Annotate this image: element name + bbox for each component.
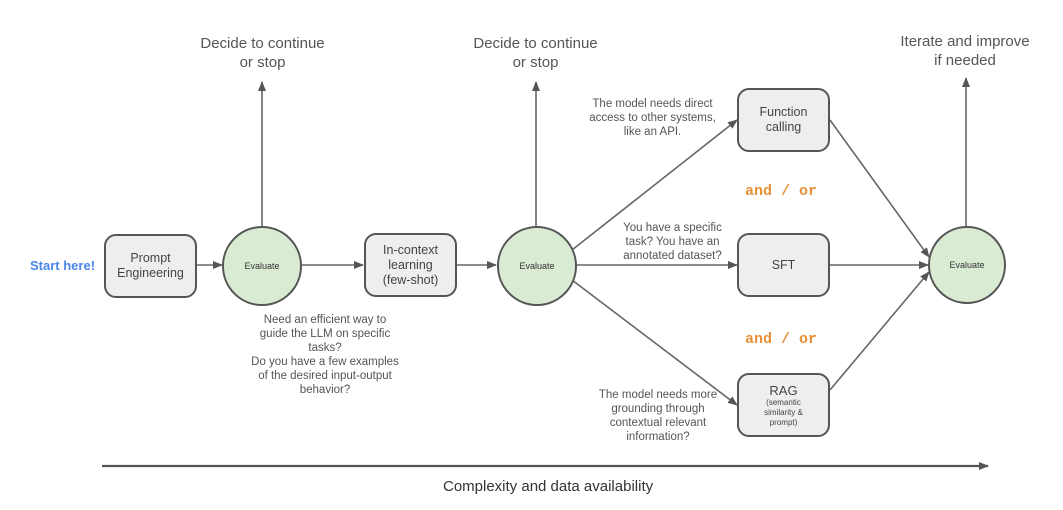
evaluate-label-1: Evaluate (244, 261, 280, 271)
complexity-axis-label: Complexity and data availability (443, 478, 654, 495)
decide-2-line1: Decide to continue (473, 35, 598, 52)
evaluate-node-1[interactable]: Evaluate (222, 226, 302, 306)
decide-2-line2: or stop (512, 54, 559, 71)
few-shot-note: Need an efficient way to guide the LLM o… (240, 313, 410, 397)
note-line: Need an efficient way to (263, 314, 387, 326)
sft-note: You have a specific task? You have an an… (615, 221, 730, 263)
iterate-line2: if needed (934, 52, 996, 69)
note-line: task? You have an (625, 236, 720, 248)
in-context-learning-label: In-context learning (few-shot) (382, 242, 439, 287)
evaluate-label-2: Evaluate (519, 261, 555, 271)
iterate-improve-label: Iterate and improve if needed (885, 32, 1045, 70)
note-line: Do you have a few examples (251, 356, 399, 368)
note-line: information? (626, 431, 690, 443)
rag-box[interactable]: RAG (semantic similarity & prompt) (737, 373, 830, 437)
and-or-label-2: and / or (745, 331, 818, 348)
evaluate-node-2[interactable]: Evaluate (497, 226, 577, 306)
note-line: of the desired input-output (258, 370, 392, 382)
decide-1-line2: or stop (239, 54, 286, 71)
note-line: guide the LLM on specific (259, 328, 391, 340)
arrow-function-to-eval3 (829, 119, 930, 258)
function-calling-box[interactable]: Function calling (737, 88, 830, 152)
prompt-engineering-box[interactable]: Prompt Engineering (104, 234, 197, 298)
note-line: grounding through (611, 403, 705, 415)
decide-continue-label-1: Decide to continue or stop (185, 34, 340, 72)
note-line: You have a specific (623, 222, 722, 234)
note-line: The model needs more (598, 389, 718, 401)
arrow-eval2-to-function (571, 119, 738, 251)
rag-note: The model needs more grounding through c… (588, 388, 728, 444)
arrow-rag-to-eval3 (829, 271, 930, 391)
rag-sublabel: (semantic similarity & prompt) (764, 397, 803, 427)
note-line: like an API. (623, 126, 682, 138)
sft-label: SFT (771, 257, 796, 272)
arrow-eval2-to-rag (571, 279, 738, 406)
rag-label: RAG (769, 382, 798, 398)
evaluate-node-3[interactable]: Evaluate (928, 226, 1006, 304)
prompt-engineering-label: Prompt Engineering (117, 251, 184, 280)
start-here-label: Start here! (30, 258, 96, 273)
and-or-label-1: and / or (745, 183, 818, 200)
note-line: The model needs direct (592, 98, 713, 110)
note-line: behavior? (299, 384, 351, 396)
note-line: annotated dataset? (623, 250, 722, 262)
note-line: contextual relevant (609, 417, 707, 429)
in-context-learning-box[interactable]: In-context learning (few-shot) (364, 233, 457, 297)
function-calling-note: The model needs direct access to other s… (580, 97, 725, 139)
function-calling-label: Function calling (759, 105, 808, 134)
note-line: tasks? (308, 342, 342, 354)
iterate-line1: Iterate and improve (900, 33, 1030, 50)
decide-1-line1: Decide to continue (200, 35, 325, 52)
decide-continue-label-2: Decide to continue or stop (458, 34, 613, 72)
note-line: access to other systems, (589, 112, 716, 124)
sft-box[interactable]: SFT (737, 233, 830, 297)
evaluate-label-3: Evaluate (949, 260, 985, 270)
